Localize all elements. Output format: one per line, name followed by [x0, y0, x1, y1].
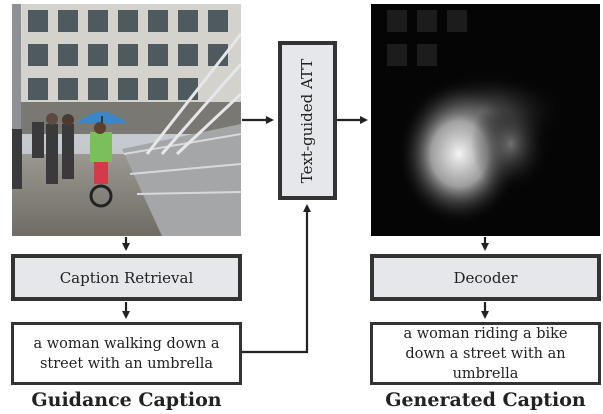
arrow-guidance-to-attention: [242, 204, 311, 354]
guidance-caption-text: a woman walking down a street with an um…: [33, 335, 220, 372]
street-scene-image: [12, 4, 241, 236]
decoder-label: Decoder: [453, 268, 518, 287]
text-guided-attention-box: Text-guided ATT: [278, 41, 337, 200]
generated-caption-box: a woman riding a bike down a street with…: [370, 322, 601, 385]
guidance-caption-title: Guidance Caption: [31, 389, 222, 411]
caption-retrieval-box: Caption Retrieval: [11, 254, 242, 301]
generated-caption-text: a woman riding a bike down a street with…: [403, 325, 568, 382]
attention-heatmap-image: [371, 4, 600, 236]
decoder-box: Decoder: [370, 254, 601, 301]
input-photo: [12, 4, 241, 236]
guidance-caption-box: a woman walking down a street with an um…: [11, 322, 242, 385]
heatmap-graphic: [371, 4, 600, 236]
generated-caption-title: Generated Caption: [385, 389, 586, 411]
caption-retrieval-label: Caption Retrieval: [59, 268, 194, 287]
